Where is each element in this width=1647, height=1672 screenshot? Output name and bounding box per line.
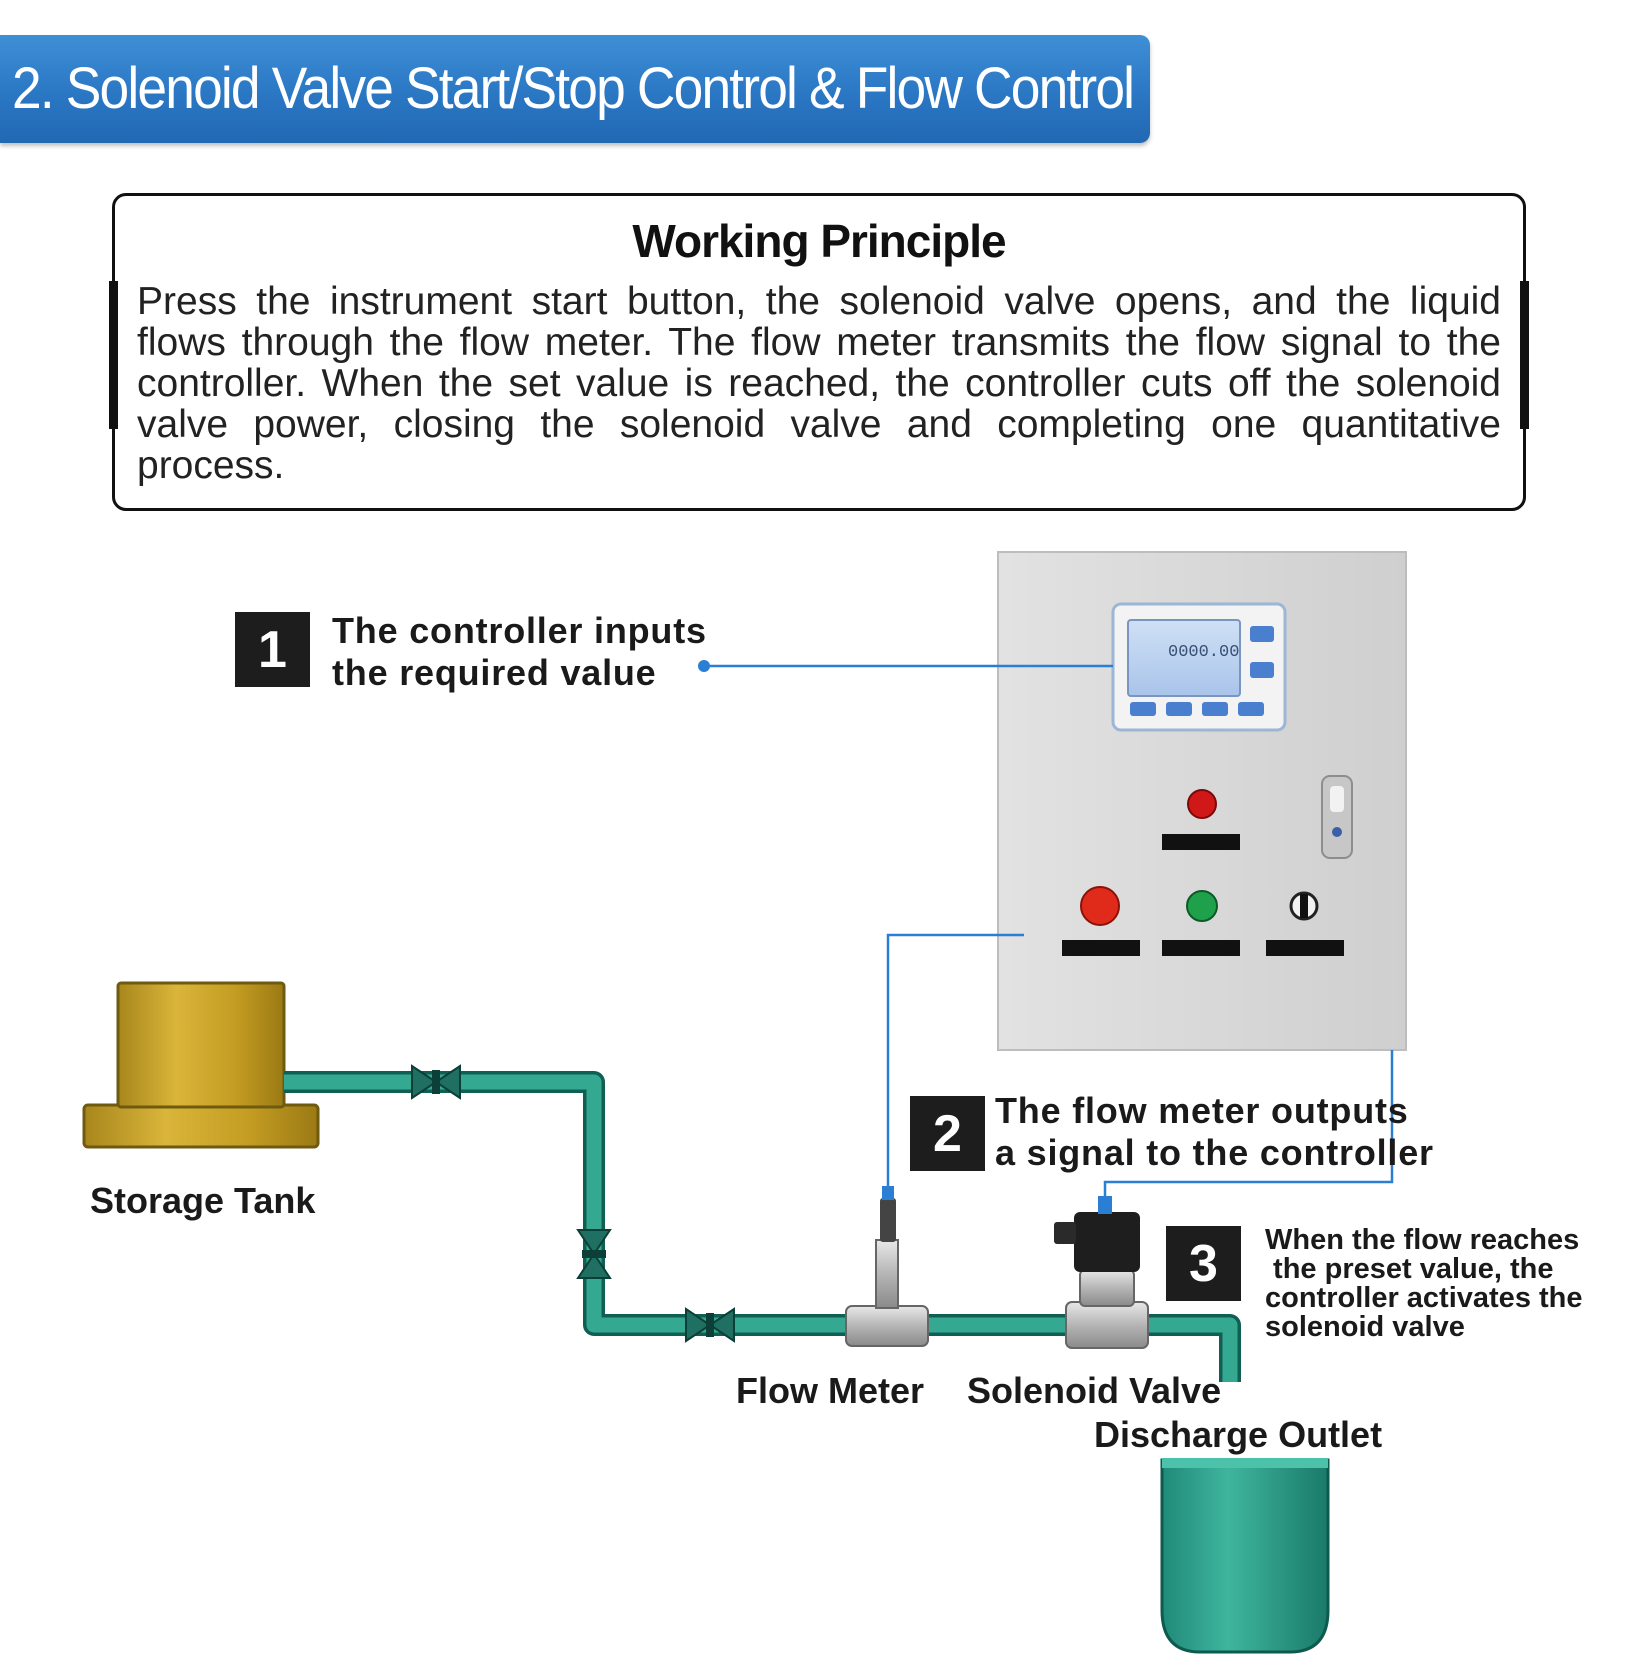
discharge-container-icon xyxy=(1160,1458,1330,1654)
storage-tank-label: Storage Tank xyxy=(90,1180,316,1221)
pipeline xyxy=(284,1071,1241,1382)
controller-display-panel xyxy=(1111,602,1287,732)
flow-meter-label: Flow Meter xyxy=(736,1370,925,1411)
discharge-outlet-label: Discharge Outlet xyxy=(1094,1414,1383,1455)
step-2-badge: 2 xyxy=(910,1096,985,1171)
step-3-text-line3: controller activates the xyxy=(1265,1282,1583,1314)
door-handle-icon xyxy=(1321,775,1353,859)
stop-button-icon xyxy=(1062,886,1140,956)
step-2-text-line1: The flow meter outputs xyxy=(995,1090,1409,1131)
step-2-text-line2: a signal to the controller xyxy=(995,1132,1434,1173)
indicator-lamp-icon xyxy=(1162,789,1240,850)
signal-lines xyxy=(704,664,1394,1196)
left-accent-bar xyxy=(109,281,118,429)
hand-valve-icon xyxy=(411,1064,461,1100)
display-reading: 0000.00 xyxy=(1168,643,1239,662)
title-banner: 2. Solenoid Valve Start/Stop Control & F… xyxy=(0,35,1150,143)
step-3-badge: 3 xyxy=(1166,1226,1241,1301)
step-3-text-line4: solenoid valve xyxy=(1265,1311,1465,1343)
solenoid-valve-label: Solenoid Valve xyxy=(967,1370,1222,1411)
working-principle-box: Working Principle Press the instrument s… xyxy=(109,193,1529,511)
principle-title: Working Principle xyxy=(632,215,1006,267)
storage-tank-icon xyxy=(82,981,320,1149)
start-button-icon xyxy=(1162,890,1240,956)
signal-endpoint-dot xyxy=(698,660,710,672)
step-3-text-line1: When the flow reaches xyxy=(1265,1224,1580,1256)
selector-switch-icon xyxy=(1266,891,1344,956)
step-1-badge: 1 xyxy=(235,612,310,687)
step-3-text-line2: the preset value, the xyxy=(1265,1253,1554,1285)
solenoid-valve-icon xyxy=(1054,1196,1149,1349)
step-1-text-line2: the required value xyxy=(332,652,657,693)
page-title: 2. Solenoid Valve Start/Stop Control & F… xyxy=(12,56,1135,121)
flow-meter-icon xyxy=(845,1186,929,1347)
principle-text: Press the instrument start button, the s… xyxy=(137,280,1501,487)
hand-valve-icon xyxy=(685,1307,735,1343)
hand-valve-icon xyxy=(576,1229,612,1279)
right-accent-bar xyxy=(1520,281,1529,429)
step-1-text-line1: The controller inputs xyxy=(332,610,707,651)
